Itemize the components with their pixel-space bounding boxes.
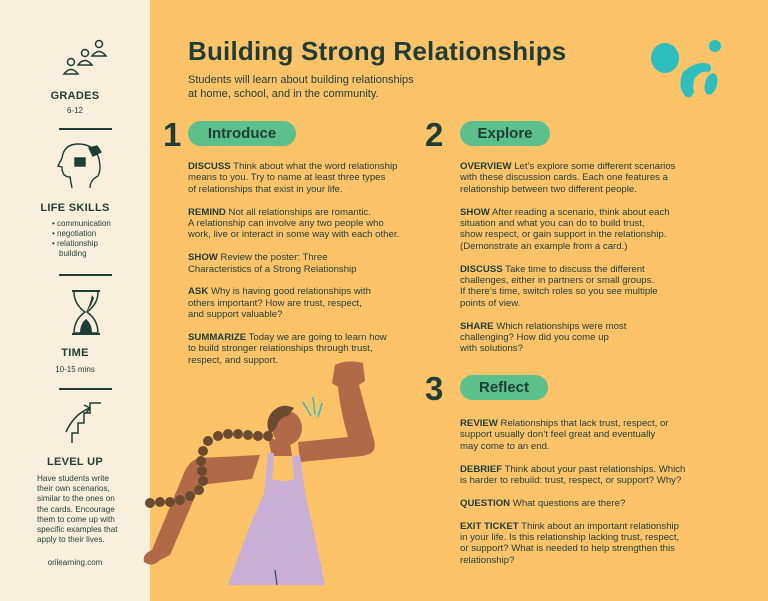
- divider: [59, 388, 112, 390]
- woman-illustration: [143, 361, 375, 586]
- page-title: Building Strong Relationships: [188, 36, 567, 66]
- braid: [145, 429, 273, 508]
- skill-text: relationship building: [57, 239, 98, 258]
- level-up-label: LEVEL UP: [47, 456, 103, 468]
- step-item: DISCUSS Take time to discuss the differe…: [460, 263, 658, 309]
- explore-column: OVERVIEW Let’s explore some different sc…: [460, 161, 730, 366]
- life-skills-label: LIFE SKILLS: [40, 202, 110, 214]
- skill-text: communication: [57, 219, 111, 228]
- step-item: DEBRIEF Think about your past relationsh…: [460, 463, 686, 487]
- grades-label: GRADES: [50, 90, 100, 102]
- step-item: EXIT TICKET Think about an important rel…: [460, 520, 680, 566]
- step-item: ASK Why is having good relationships wit…: [188, 286, 371, 321]
- step-item: SHOW Review the poster: Three Characteri…: [188, 252, 357, 275]
- head-puzzle-icon: [56, 143, 103, 189]
- skill-text: negotiation: [57, 229, 97, 238]
- skill-item: • communication: [52, 219, 111, 228]
- step-item: DISCUSS Think about what the word relati…: [188, 161, 398, 195]
- divider: [59, 128, 112, 130]
- time-value: 10-15 mins: [55, 365, 95, 374]
- step-item: SHOW After reading a scenario, think abo…: [460, 206, 670, 252]
- life-skills-list: • communication • negotiation • relation…: [52, 219, 111, 259]
- step-item: SUMMARIZE Today we are going to learn ho…: [188, 332, 387, 366]
- step-item: OVERVIEW Let’s explore some different sc…: [460, 161, 676, 195]
- step-item: QUESTION What questions are there?: [460, 497, 626, 509]
- sidebar-icons: [56, 39, 108, 443]
- section-pill-explore: Explore: [460, 121, 550, 146]
- people-icon: [62, 39, 108, 75]
- step-item: SHARE Which relationships were most chal…: [460, 320, 627, 355]
- skill-item: • relationship building: [52, 239, 98, 258]
- section-pill-introduce: Introduce: [188, 121, 296, 146]
- section-number: 2: [425, 116, 444, 153]
- ori-logo: [651, 40, 721, 98]
- section-number: 1: [163, 116, 182, 153]
- website-link[interactable]: orilearning.com: [47, 558, 103, 567]
- step-item: REMIND Not all relationships are romanti…: [188, 206, 400, 241]
- skill-item: • negotiation: [52, 229, 97, 238]
- divider: [59, 274, 112, 276]
- stairs-arrow-icon: [65, 402, 101, 443]
- grades-value: 6-12: [66, 106, 83, 115]
- page-subtitle: Students will learn about building relat…: [188, 74, 414, 100]
- sidebar: GRADES 6-12 LIFE SKILLS • communication …: [0, 0, 150, 601]
- step-item: REVIEW Relationships that lack trust, re…: [460, 418, 669, 452]
- level-up-text: Have students write their own scenarios,…: [37, 474, 118, 545]
- section-pill-reflect: Reflect: [460, 375, 548, 400]
- reflect-column: REVIEW Relationships that lack trust, re…: [460, 418, 730, 578]
- hourglass-icon: [72, 290, 100, 335]
- time-label: TIME: [61, 347, 89, 359]
- introduce-column: DISCUSS Think about what the word relati…: [188, 161, 438, 378]
- section-number: 3: [425, 370, 444, 407]
